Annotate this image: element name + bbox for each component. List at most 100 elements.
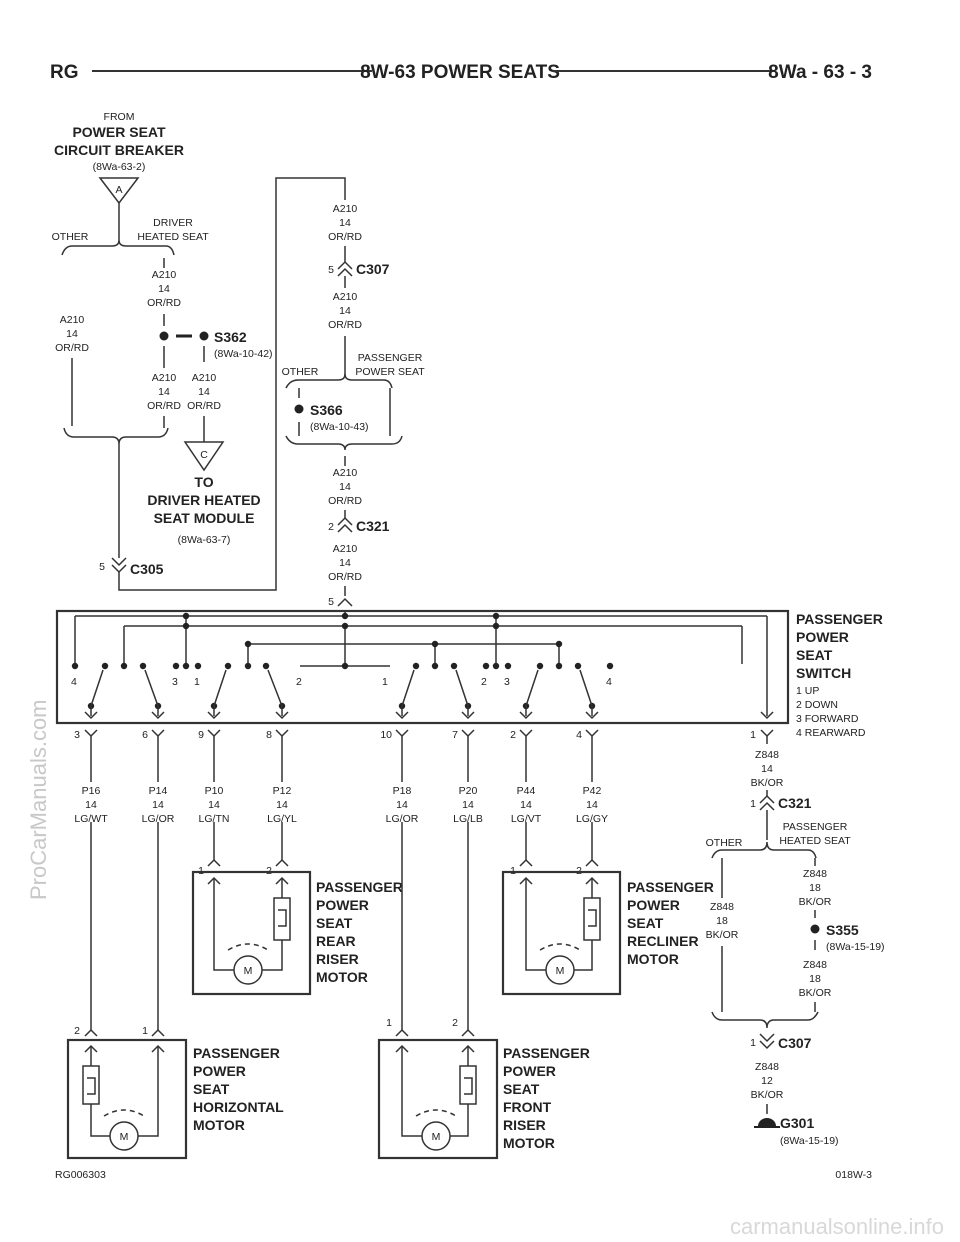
svg-text:BK/OR: BK/OR xyxy=(751,777,784,789)
branch1-driver-1: DRIVER xyxy=(153,217,193,229)
c307b-splice xyxy=(711,1011,819,1029)
svg-text:POWER: POWER xyxy=(627,897,680,913)
svg-text:A210: A210 xyxy=(333,203,358,215)
svg-text:P14: P14 xyxy=(149,785,168,797)
driver-module-flag-icon xyxy=(183,441,225,472)
c305-connector-icon xyxy=(111,557,127,574)
rear-riser-connector-icons xyxy=(207,858,289,867)
driver-module-letter: C xyxy=(200,449,208,461)
front-riser-motor-icon xyxy=(421,1121,451,1151)
svg-text:SEAT: SEAT xyxy=(503,1081,540,1097)
svg-text:POWER: POWER xyxy=(193,1063,246,1079)
recliner-breaker-icon xyxy=(583,897,601,941)
svg-text:LG/TN: LG/TN xyxy=(199,813,230,825)
svg-text:1: 1 xyxy=(386,1017,392,1029)
output-pin: 6 xyxy=(142,729,148,741)
svg-text:BK/OR: BK/OR xyxy=(751,1089,784,1101)
svg-text:A210: A210 xyxy=(333,543,358,555)
svg-text:18: 18 xyxy=(809,882,821,894)
horizontal-connector-icons xyxy=(84,1028,165,1037)
svg-text:A210: A210 xyxy=(60,314,85,326)
switch-blades xyxy=(90,669,593,707)
svg-text:OR/RD: OR/RD xyxy=(55,342,89,354)
svg-text:PASSENGER: PASSENGER xyxy=(627,879,714,895)
front-riser-connector-icons xyxy=(395,1028,475,1037)
svg-text:HORIZONTAL: HORIZONTAL xyxy=(193,1099,284,1115)
svg-text:Z848: Z848 xyxy=(755,749,779,761)
svg-text:PASSENGER: PASSENGER xyxy=(193,1045,280,1061)
switch-title-1: PASSENGER xyxy=(796,611,883,627)
svg-text:14: 14 xyxy=(198,386,210,398)
g301-ground-icon xyxy=(758,1118,776,1126)
svg-text:LG/VT: LG/VT xyxy=(511,813,542,825)
s362-dot-b xyxy=(199,331,209,341)
svg-text:14: 14 xyxy=(761,763,773,775)
branch2-passenger-1: PASSENGER xyxy=(358,352,423,364)
svg-text:POWER: POWER xyxy=(316,897,369,913)
source-name-2: CIRCUIT BREAKER xyxy=(54,142,184,158)
source-flag-icon xyxy=(98,177,140,205)
recliner-connector-icons xyxy=(519,858,599,867)
horizontal-motor-box xyxy=(66,1038,188,1160)
s366-dot xyxy=(294,404,304,414)
svg-text:M: M xyxy=(432,1131,441,1143)
svg-text:14: 14 xyxy=(85,799,97,811)
svg-text:14: 14 xyxy=(66,328,78,340)
output-wire-labels: P16 14 LG/WT P14 14 LG/OR P10 14 LG/TN P… xyxy=(74,785,608,825)
switch-legend-4: 4 REARWARD xyxy=(796,727,866,739)
switch-legend-1: 1 UP xyxy=(796,685,819,697)
svg-text:RISER: RISER xyxy=(316,951,359,967)
horizontal-motor-icon xyxy=(109,1121,139,1151)
driver-module-l1: TO xyxy=(194,474,213,490)
s362-ref: (8Wa-10-42) xyxy=(214,348,273,360)
svg-text:REAR: REAR xyxy=(316,933,356,949)
svg-text:M: M xyxy=(244,965,253,977)
switch-legend-3: 3 FORWARD xyxy=(796,713,859,725)
svg-text:BK/OR: BK/OR xyxy=(706,929,739,941)
s362-dot-a xyxy=(159,331,169,341)
c305-id: C305 xyxy=(130,561,164,577)
switch-legend-2: 2 DOWN xyxy=(796,699,838,711)
recliner-motor-icon xyxy=(545,955,575,985)
switch-contact-label: 4 xyxy=(71,676,77,688)
c321b-id: C321 xyxy=(778,795,812,811)
source-letter: A xyxy=(115,184,122,196)
c321a-id: C321 xyxy=(356,518,390,534)
c321a-pin: 2 xyxy=(328,521,334,533)
s355-id: S355 xyxy=(826,922,859,938)
branch2-splice xyxy=(285,373,393,389)
bottom-watermark: carmanualsonline.info xyxy=(730,1214,944,1239)
svg-text:POWER: POWER xyxy=(503,1063,556,1079)
footer-left: RG006303 xyxy=(55,1169,106,1181)
c307a-pin: 5 xyxy=(328,264,334,276)
s366-ref: (8Wa-10-43) xyxy=(310,421,369,433)
c321b-connector-icon xyxy=(759,794,775,811)
svg-text:MOTOR: MOTOR xyxy=(316,969,368,985)
svg-text:P44: P44 xyxy=(517,785,536,797)
svg-text:P16: P16 xyxy=(82,785,101,797)
svg-text:P42: P42 xyxy=(583,785,602,797)
svg-text:14: 14 xyxy=(396,799,408,811)
branch3-passenger-2: HEATED SEAT xyxy=(779,835,851,847)
output-pin: 8 xyxy=(266,729,272,741)
switch-bus-top xyxy=(74,612,768,712)
c305-pin: 5 xyxy=(99,561,105,573)
passenger-power-seat-switch xyxy=(55,609,790,725)
c307a-id: C307 xyxy=(356,261,390,277)
output-pin: 7 xyxy=(452,729,458,741)
branch2-other: OTHER xyxy=(282,366,319,378)
svg-text:FRONT: FRONT xyxy=(503,1099,552,1115)
branch1-other: OTHER xyxy=(52,231,89,243)
svg-text:M: M xyxy=(120,1131,129,1143)
front-riser-breaker-icon xyxy=(459,1065,477,1105)
svg-text:Z848: Z848 xyxy=(710,901,734,913)
branch2-passenger-2: POWER SEAT xyxy=(355,366,425,378)
source-from: FROM xyxy=(104,111,135,123)
switch-contact-label: 2 xyxy=(296,676,302,688)
switch-contact-label: 1 xyxy=(194,676,200,688)
svg-text:OR/RD: OR/RD xyxy=(328,495,362,507)
switch-title-2: POWER xyxy=(796,629,849,645)
svg-text:OR/RD: OR/RD xyxy=(147,400,181,412)
switch-contact-label: 3 xyxy=(172,676,178,688)
